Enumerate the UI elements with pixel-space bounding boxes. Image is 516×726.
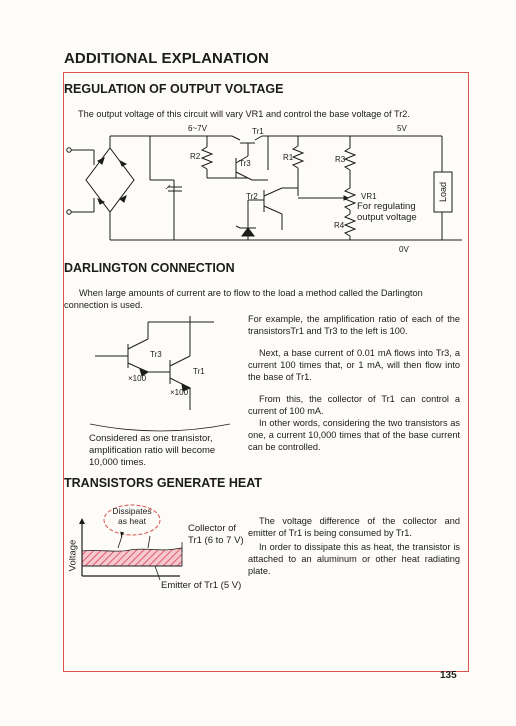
darlington-p1: For example, the amplification ratio of …	[248, 314, 460, 337]
load-box: Load	[436, 176, 450, 208]
heat-p2: In order to dissipate this as heat, the …	[248, 542, 460, 577]
collector-line-1: Collector of	[188, 523, 237, 534]
label-r1: R1	[283, 153, 294, 162]
label-r4: R4	[334, 221, 345, 230]
vr1-note-line-2: output voltage	[357, 212, 417, 223]
heat-p1: The voltage difference of the collector …	[248, 516, 460, 539]
label-tr2: Tr2	[246, 192, 258, 201]
dissipates-line-1: Dissipates	[112, 506, 152, 516]
collector-line-2: Tr1 (6 to 7 V)	[188, 535, 244, 546]
fig-label-tr1: Tr1	[193, 367, 205, 376]
caption-line-2: amplification ratio will become	[89, 445, 216, 456]
label-v-out: 5V	[397, 124, 407, 133]
label-v-in: 6~7V	[188, 124, 207, 133]
label-r3: R3	[335, 155, 346, 164]
darlington-diagram	[89, 316, 231, 432]
collector-label: Collector of Tr1 (6 to 7 V)	[188, 523, 244, 547]
label-r2: R2	[190, 152, 201, 161]
y-axis-label: Voltage	[67, 539, 79, 571]
label-vr1: VR1	[361, 192, 377, 201]
darlington-intro-line-2: connection is used.	[64, 300, 143, 310]
caption-line-3: 10,000 times.	[89, 457, 147, 468]
section-heading-regulation: REGULATION OF OUTPUT VOLTAGE	[64, 82, 284, 96]
dissipates-label: Dissipates as heat	[106, 506, 158, 526]
fig-label-tr3: Tr3	[150, 350, 162, 359]
label-load: Load	[438, 181, 448, 203]
section-heading-heat: TRANSISTORS GENERATE HEAT	[64, 476, 262, 490]
vr1-note: For regulating output voltage	[357, 201, 417, 223]
page-number: 135	[440, 670, 457, 681]
darlington-p2: Next, a base current of 0.01 mA flows in…	[248, 348, 460, 383]
dissipates-line-2: as heat	[118, 515, 146, 526]
darlington-intro-line-1: When large amounts of current are to flo…	[79, 288, 423, 298]
page-title: ADDITIONAL EXPLANATION	[64, 50, 269, 67]
explanation-frame	[63, 72, 469, 672]
label-ground: 0V	[399, 245, 409, 254]
regulation-intro: The output voltage of this circuit will …	[78, 109, 410, 119]
fig-label-x100-left: ×100	[128, 374, 147, 383]
darlington-caption: Considered as one transistor, amplificat…	[89, 433, 215, 469]
fig-label-x100-right: ×100	[170, 388, 189, 397]
darlington-p4: In other words, considering the two tran…	[248, 418, 460, 453]
darlington-p3: From this, the collector of Tr1 can cont…	[248, 394, 460, 417]
label-tr3: Tr3	[239, 159, 251, 168]
emitter-label: Emitter of Tr1 (5 V)	[161, 580, 242, 591]
label-tr1: Tr1	[252, 127, 264, 136]
heat-graph	[79, 504, 183, 581]
vr1-note-line-1: For regulating	[357, 201, 416, 212]
caption-line-1: Considered as one transistor,	[89, 433, 213, 444]
y-axis-label-box: Voltage	[64, 535, 82, 575]
section-heading-darlington: DARLINGTON CONNECTION	[64, 261, 235, 275]
